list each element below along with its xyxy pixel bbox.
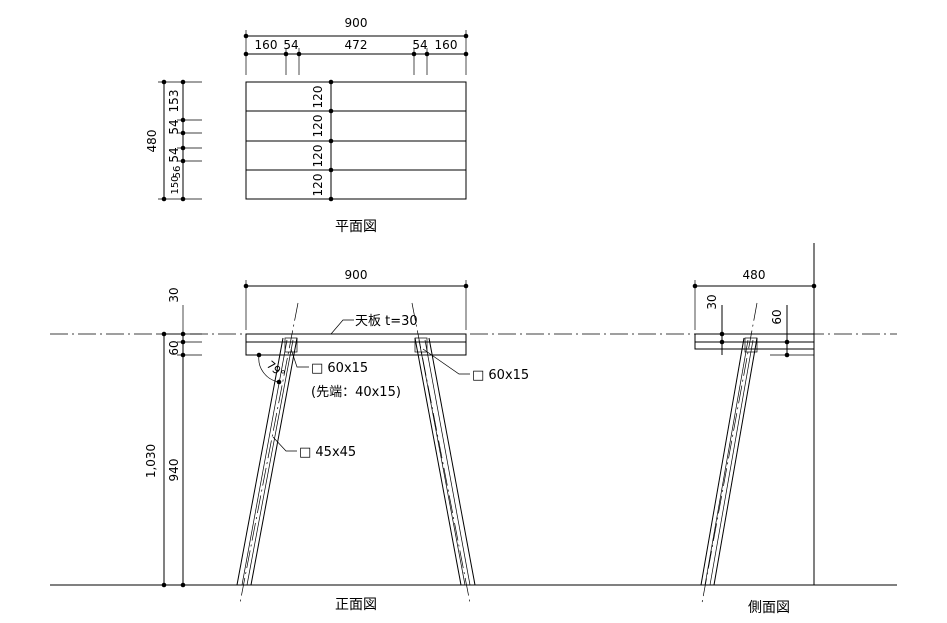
front-leg-height: 940: [167, 459, 181, 482]
plan-width-seg-4: 54: [412, 38, 427, 52]
side-view-title: 側面図: [748, 600, 790, 616]
side-view: 480 30 60 側面図: [692, 268, 817, 616]
plan-view: 120 120 120 120 900 160 54 472 54 160 48…: [145, 16, 469, 235]
rail-leader: [422, 348, 470, 375]
plan-depth-seg-3: 54: [167, 147, 181, 162]
front-width: 900: [345, 268, 368, 282]
front-angle-arc: [258, 354, 280, 383]
side-apron: [694, 341, 815, 350]
plan-depth-seg-1: 153: [167, 90, 181, 113]
top-note: 天板 t=30: [355, 314, 418, 329]
plan-depth-seg-5: 150: [170, 175, 181, 194]
rail-note: □ 60x15: [472, 368, 529, 383]
front-total-height: 1,030: [144, 444, 158, 478]
side-leg: [700, 302, 758, 604]
plan-board-width-3: 120: [311, 145, 325, 168]
leg-leader: [272, 436, 297, 452]
leg-note: □ 45x45: [299, 445, 356, 460]
plan-width-seg-5: 160: [435, 38, 458, 52]
side-width: 480: [743, 268, 766, 282]
front-view: 900 1,030 940 30 60 79° 天板 t=30 □ 60x15 …: [144, 268, 529, 613]
plan-width-seg-1: 160: [255, 38, 278, 52]
side-top-thickness: 30: [705, 294, 719, 309]
plan-total-depth: 480: [145, 130, 159, 153]
side-apron-height: 60: [770, 309, 784, 324]
front-angle: 79°: [264, 358, 287, 380]
front-apron: [245, 341, 467, 356]
front-top-thickness: 30: [167, 287, 181, 302]
plan-board-width-1: 120: [311, 86, 325, 109]
plan-total-width: 900: [345, 16, 368, 30]
plan-view-title: 平面図: [335, 219, 377, 235]
front-view-title: 正面図: [335, 597, 377, 613]
plan-width-seg-2: 54: [283, 38, 298, 52]
front-right-leg: [411, 302, 476, 604]
brace-tip-note: (先端：40x15): [311, 385, 401, 400]
plan-board-width-2: 120: [311, 115, 325, 138]
plan-board-width-4: 120: [311, 174, 325, 197]
plan-depth-seg-2: 54: [167, 119, 181, 134]
brace-note: □ 60x15: [311, 361, 368, 376]
plan-depth-seg-4: 56: [172, 166, 183, 179]
plan-width-seg-3: 472: [345, 38, 368, 52]
front-apron-height: 60: [167, 340, 181, 355]
brace-leader: [290, 348, 309, 368]
top-leader: [330, 319, 354, 335]
front-table-top: [245, 333, 467, 343]
